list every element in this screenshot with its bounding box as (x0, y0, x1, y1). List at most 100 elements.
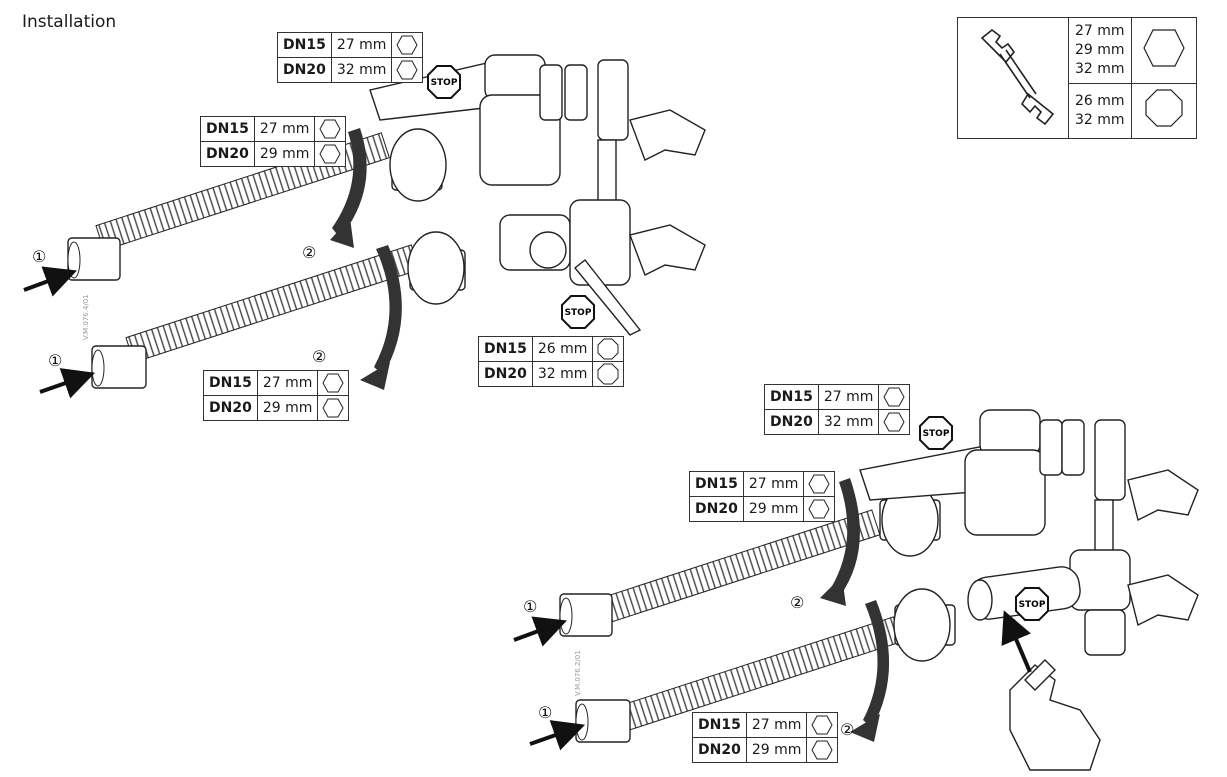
dn-label: DN15 (200, 116, 255, 142)
valve-assembly (369, 54, 706, 336)
hexagon-icon (878, 384, 911, 410)
size-label: 27 mm (817, 384, 880, 410)
open-end-wrench-icon (957, 17, 1069, 139)
valve-assembly (859, 409, 1199, 656)
dn-label: DN15 (478, 336, 533, 362)
size-label: 32 mm (817, 409, 880, 435)
fitting-upper (879, 483, 941, 557)
fitting-lower (893, 588, 956, 662)
hexagon-icon (806, 737, 839, 763)
stop-sign-icon: STOP (427, 65, 461, 99)
step-2-marker: ② (790, 593, 804, 612)
stop-sign-icon: STOP (561, 295, 595, 329)
step-1-marker: ① (48, 351, 62, 370)
hose-nut-lower (575, 699, 631, 743)
size-label: 29 mm (256, 395, 319, 421)
dn-label: DN20 (200, 141, 255, 167)
flex-hose-upper (595, 509, 881, 625)
size-label: 27 mm (330, 32, 393, 58)
insert-arrow-lower (39, 368, 96, 399)
hand-with-wrench (1009, 659, 1101, 771)
tool-arrow (1001, 610, 1032, 673)
fitting-lower (407, 231, 466, 305)
octagon-icon (1130, 83, 1197, 139)
hexagon-icon (317, 395, 350, 421)
figure-code: V.M.076.2/01 (574, 650, 582, 696)
hexagon-icon (1130, 16, 1197, 85)
wrench-hex-sizes: 27 mm 29 mm 32 mm (1068, 16, 1132, 85)
dn-label: DN20 (203, 395, 258, 421)
size-label: 26 mm (531, 336, 594, 362)
stop-sign-text: STOP (431, 78, 458, 88)
rotation-arrow-lower (850, 600, 890, 742)
hexagon-icon (317, 370, 350, 396)
wrench-size-text: 32 mm (1075, 112, 1125, 129)
size-label: 27 mm (253, 116, 316, 142)
hexagon-icon (314, 141, 347, 167)
dn-label: DN15 (689, 471, 744, 497)
flex-hose-lower (125, 244, 420, 363)
dn-label: DN20 (692, 737, 747, 763)
octagon-icon (592, 361, 625, 387)
wrench-size-text: 32 mm (1075, 61, 1125, 78)
size-label: 29 mm (253, 141, 316, 167)
hexagon-icon (391, 32, 424, 58)
wrench-oct-sizes: 26 mm 32 mm (1068, 83, 1132, 139)
right-figure-drawing (513, 409, 1199, 771)
insert-arrow-upper (513, 616, 568, 647)
dn-label: DN15 (277, 32, 332, 58)
fitting-upper (389, 128, 447, 202)
hose-nut-upper (559, 593, 613, 637)
size-label: 27 mm (256, 370, 319, 396)
stop-sign-text: STOP (923, 429, 950, 439)
wrench-size-text: 27 mm (1075, 23, 1125, 40)
page-title: Installation (22, 12, 117, 32)
hexagon-icon (878, 409, 911, 435)
size-label: 29 mm (742, 496, 805, 522)
step-1-marker: ① (523, 597, 537, 616)
size-label: 27 mm (742, 471, 805, 497)
size-label: 32 mm (531, 361, 594, 387)
rotation-arrow-lower (360, 245, 402, 390)
wrench-size-legend: 27 mm 29 mm 32 mm 26 mm 32 mm (957, 16, 1197, 139)
step-1-marker: ① (538, 703, 552, 722)
step-2-marker: ② (302, 243, 316, 262)
stop-sign-icon: STOP (919, 416, 953, 450)
hexagon-icon (803, 496, 836, 522)
size-label: 32 mm (330, 57, 393, 83)
hexagon-icon (314, 116, 347, 142)
wrench-size-text: 26 mm (1075, 93, 1125, 110)
dn-label: DN15 (203, 370, 258, 396)
dn-label: DN20 (277, 57, 332, 83)
hose-nut-upper (67, 237, 121, 281)
wrench-size-text: 29 mm (1075, 42, 1125, 59)
insert-arrow-upper (23, 266, 78, 297)
stop-sign-text: STOP (565, 308, 592, 318)
dn-label: DN15 (764, 384, 819, 410)
hose-nut-lower (91, 345, 147, 389)
step-2-marker: ② (840, 720, 854, 739)
size-label: 29 mm (745, 737, 808, 763)
dn-label: DN20 (478, 361, 533, 387)
step-1-marker: ① (32, 247, 46, 266)
octagon-icon (592, 336, 625, 362)
dn-label: DN20 (689, 496, 744, 522)
hexagon-icon (806, 712, 839, 738)
hexagon-icon (803, 471, 836, 497)
dn-label: DN20 (764, 409, 819, 435)
stop-sign-text: STOP (1019, 600, 1046, 610)
figure-code: V.M.076.4/01 (82, 294, 90, 340)
hexagon-icon (391, 57, 424, 83)
insert-arrow-lower (529, 720, 586, 751)
stop-sign-icon: STOP (1015, 587, 1049, 621)
size-label: 27 mm (745, 712, 808, 738)
rotation-arrow-upper (330, 128, 367, 248)
